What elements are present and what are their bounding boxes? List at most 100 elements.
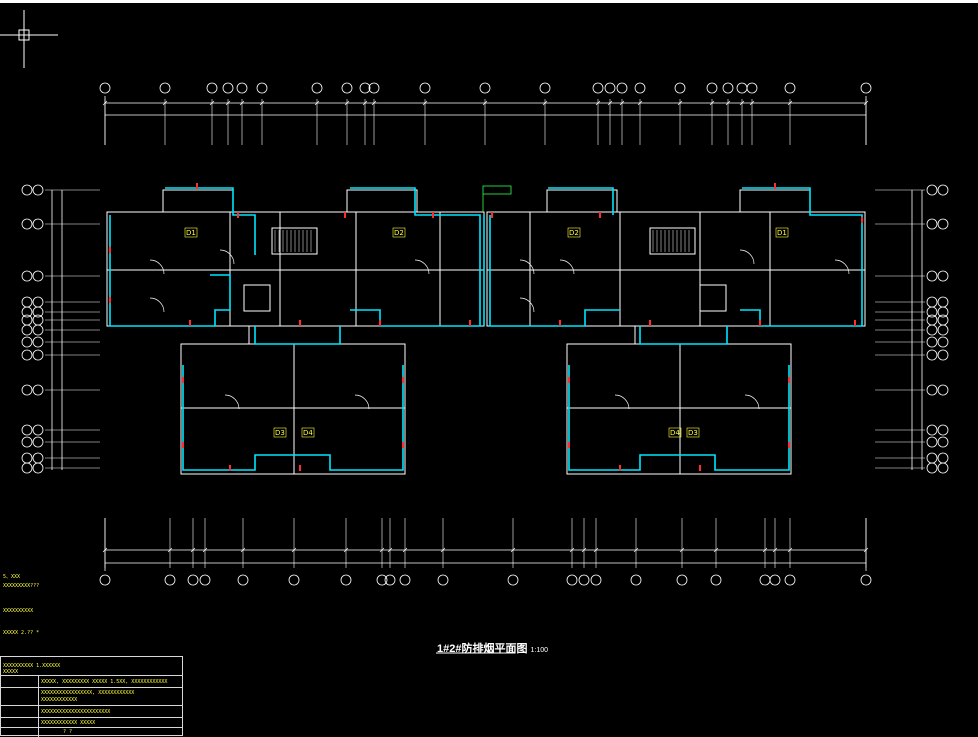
dimension-tick: [209, 100, 215, 106]
dimension-tick: [569, 547, 575, 553]
door-swing: [614, 394, 630, 410]
dimension-tick: [344, 100, 350, 106]
unit-tag-label: D2: [569, 229, 579, 237]
exhaust-valve-marker: [196, 183, 198, 189]
axis-bubble: [616, 82, 628, 94]
door-swings: [149, 249, 850, 410]
dimension-tick: [595, 100, 601, 106]
axis-bubble: [399, 574, 411, 586]
axis-bubble: [539, 82, 551, 94]
axis-bubble: [926, 296, 938, 308]
unit-tag-box: [273, 427, 287, 438]
ucs-crosshair-icon: [0, 10, 58, 68]
axis-bubble: [32, 184, 44, 196]
dimension-tick: [225, 100, 231, 106]
exhaust-valve-marker: [379, 320, 381, 326]
axis-bubble: [937, 270, 949, 282]
axis-bubble: [926, 349, 938, 361]
axis-bubble: [222, 82, 234, 94]
unit-tag-label: D2: [394, 229, 404, 237]
unit-tag-box: [668, 427, 682, 438]
axis-bubble: [384, 574, 396, 586]
exhaust-valve-marker: [402, 377, 404, 383]
table-note: ХХХХХХХХХХ 1.ХХХХХХ: [3, 663, 61, 669]
axis-bubble: [288, 574, 300, 586]
exhaust-valve-marker: [568, 377, 570, 383]
axis-bubble: [736, 82, 748, 94]
axis-bubble: [99, 82, 111, 94]
side-dimension-ticks: [45, 189, 925, 469]
dimension-tick: [677, 100, 683, 106]
dimension-tick: [162, 100, 168, 106]
dimension-tick: [637, 100, 643, 106]
axis-bubble: [937, 306, 949, 318]
exhaust-valve-marker: [699, 465, 701, 471]
axis-bubble: [769, 574, 781, 586]
dimension-tick: [371, 100, 377, 106]
exhaust-valve-marker: [299, 465, 301, 471]
door-swing: [834, 259, 850, 275]
axis-bubble: [937, 436, 949, 448]
axis-bubble: [32, 306, 44, 318]
axis-bubble: [32, 462, 44, 474]
dimension-tick: [679, 547, 685, 553]
axis-bubble: [21, 324, 33, 336]
axis-bubble: [590, 574, 602, 586]
dimension-tick: [542, 100, 548, 106]
axis-bubble: [630, 574, 642, 586]
note-line: 5、ХХХ: [3, 574, 21, 580]
axis-bubble: [32, 452, 44, 464]
axis-bubble: [21, 424, 33, 436]
exhaust-valve-marker: [237, 212, 239, 218]
exhaust-valve-marker: [469, 320, 471, 326]
axis-bubble: [32, 324, 44, 336]
dimension-tick: [762, 547, 768, 553]
exhaust-valve-marker: [861, 217, 863, 223]
axis-bubble: [479, 82, 491, 94]
door-swing: [414, 259, 430, 275]
axis-bubble: [937, 324, 949, 336]
axis-bubble: [926, 324, 938, 336]
axis-bubble: [926, 184, 938, 196]
door-swing: [739, 249, 755, 265]
table-note: ХХХХХХХХХХХХХХХХХ, ХХХХХХХХХХХХ: [41, 690, 135, 696]
dimension-tick: [619, 100, 625, 106]
unit-tag-label: D3: [688, 429, 698, 437]
axis-bubble: [32, 349, 44, 361]
axis-bubble: [376, 574, 388, 586]
dimension-tick: [739, 100, 745, 106]
dimension-tick: [402, 547, 408, 553]
door-swing: [149, 259, 165, 275]
axis-bubble: [311, 82, 323, 94]
exhaust-valve-marker: [299, 320, 301, 326]
exhaust-valve-marker: [432, 212, 434, 218]
axis-bubble: [32, 424, 44, 436]
table-note: ХХХХХХХХХХХХ ХХХХХ: [41, 720, 96, 726]
dimension-tick: [343, 547, 349, 553]
door-swing: [559, 259, 575, 275]
axis-bubble: [507, 574, 519, 586]
unit-tag-box: [301, 427, 315, 438]
unit-tag-label: D3: [275, 429, 285, 437]
exhaust-valve-marker: [759, 320, 761, 326]
dimension-tick: [863, 547, 869, 553]
exhaust-valve-marker: [182, 442, 184, 448]
note-line: ХХХХХ 2.?? *: [3, 630, 40, 636]
door-swing: [219, 249, 235, 265]
axis-bubble: [21, 349, 33, 361]
axis-bubble: [21, 436, 33, 448]
axis-bubble: [926, 218, 938, 230]
axis-bubble: [634, 82, 646, 94]
dimension-tick: [202, 547, 208, 553]
axis-bubble: [592, 82, 604, 94]
axis-bubble: [237, 574, 249, 586]
exhaust-valve-marker: [344, 212, 346, 218]
table-note: ХХХХХХХХХХХХ: [41, 697, 78, 703]
axis-bubble: [937, 452, 949, 464]
dimension-tick: [314, 100, 320, 106]
table-note: ХХХХХ: [3, 669, 19, 675]
dimension-tick: [725, 100, 731, 106]
dimension-tick: [102, 100, 108, 106]
